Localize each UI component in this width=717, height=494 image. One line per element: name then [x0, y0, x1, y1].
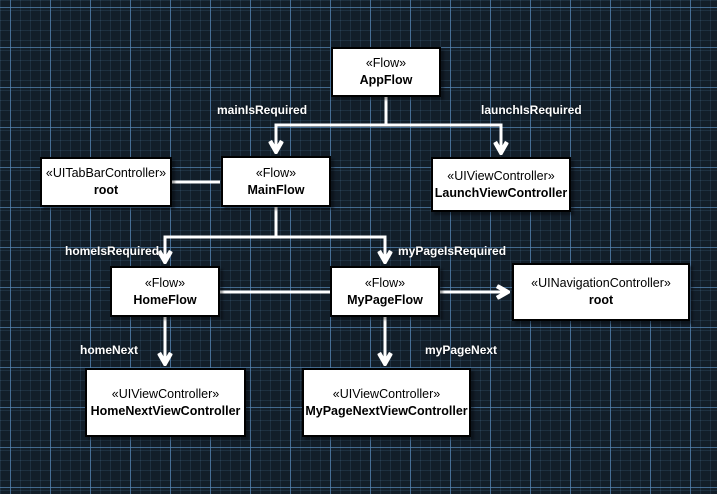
node-stereotype: «Flow» [144, 275, 186, 290]
node-title: AppFlow [359, 73, 413, 87]
node-stereotype: «UITabBarController» [45, 166, 167, 181]
node-title: HomeFlow [133, 292, 197, 307]
node-homeflow[interactable]: «Flow» HomeFlow [110, 266, 220, 317]
node-homenextviewcontroller[interactable]: «UIViewController» HomeNextViewControlle… [85, 368, 246, 437]
node-mainflow[interactable]: «Flow» MainFlow [221, 156, 331, 207]
node-mypagenextviewcontroller[interactable]: «UIViewController» MyPageNextViewControl… [302, 368, 471, 437]
edge-appflow-launchviewcontroller[interactable] [386, 123, 501, 151]
node-title: MainFlow [247, 182, 305, 197]
edge-label-launch-is-required[interactable]: launchIsRequired [481, 103, 582, 117]
node-tabbar-root[interactable]: «UITabBarController» root [40, 157, 172, 207]
edge-mainflow-mypageflow[interactable] [276, 235, 385, 260]
node-title: HomeNextViewController [90, 403, 241, 418]
node-appflow[interactable]: «Flow» AppFlow [331, 47, 441, 97]
edge-label-home-is-required[interactable]: homeIsRequired [65, 244, 160, 258]
node-launchviewcontroller[interactable]: «UIViewController» LaunchViewController [431, 157, 571, 212]
edge-label-mypage-is-required[interactable]: myPageIsRequired [398, 244, 507, 258]
node-stereotype: «UIViewController» [332, 386, 441, 401]
edge-label-mypage-next[interactable]: myPageNext [425, 343, 498, 357]
node-stereotype: «Flow» [365, 56, 407, 71]
node-title: MyPageFlow [347, 292, 423, 307]
node-title: root [588, 293, 614, 307]
node-title: MyPageNextViewController [305, 403, 468, 418]
node-nav-root[interactable]: «UINavigationController» root [512, 263, 690, 321]
node-title: LaunchViewController [434, 185, 568, 200]
node-mypageflow[interactable]: «Flow» MyPageFlow [330, 266, 440, 317]
edge-mainflow-homeflow[interactable] [165, 235, 276, 260]
node-stereotype: «UIViewController» [447, 168, 555, 183]
edge-label-home-next[interactable]: homeNext [80, 343, 139, 357]
node-stereotype: «Flow» [364, 275, 406, 290]
edge-appflow-mainflow[interactable] [276, 123, 386, 150]
node-stereotype: «UINavigationController» [531, 276, 671, 291]
node-stereotype: «UIViewController» [111, 386, 220, 401]
edge-label-main-is-required[interactable]: mainIsRequired [217, 103, 308, 117]
node-stereotype: «Flow» [255, 165, 297, 180]
node-title: root [93, 183, 119, 197]
